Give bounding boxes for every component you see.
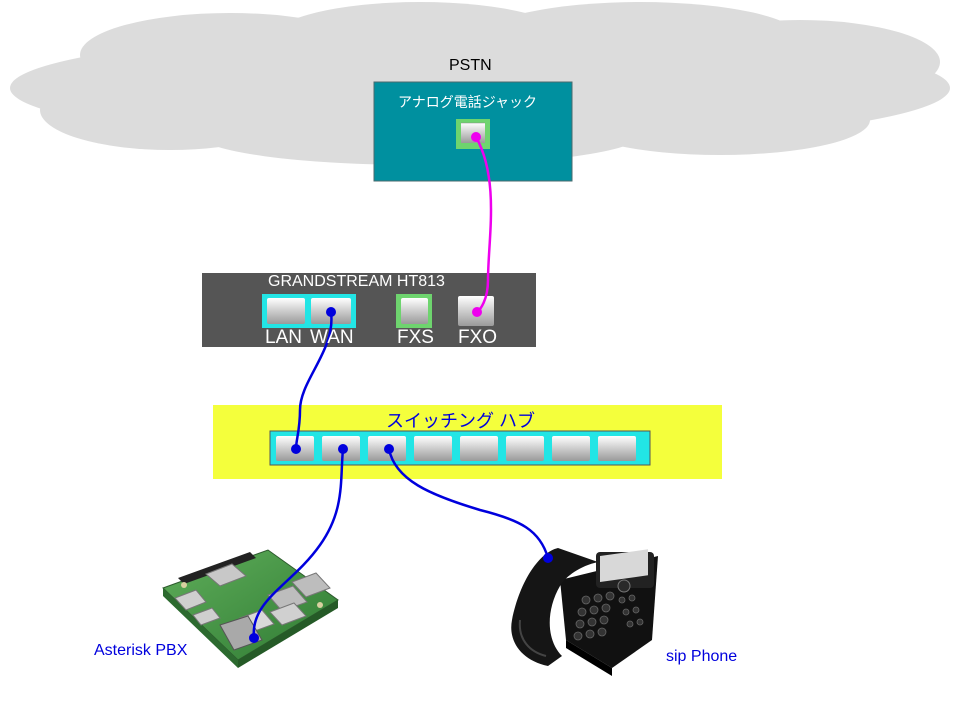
hub-to-pbx-cable [252,448,345,639]
fxo-port-label: FXO [458,327,498,348]
wan-to-hub-cable [294,311,333,450]
lan-port-label: LAN [265,327,302,348]
hub-port [552,436,590,461]
hub-port [414,436,452,461]
fxs-port [401,298,428,324]
hub-ports [276,436,636,461]
raspberry-pi-icon [162,549,339,668]
hub-port [598,436,636,461]
lan-port [267,298,305,324]
hub-label: スイッチング ハブ [386,411,536,431]
hub-port [506,436,544,461]
hub-port [460,436,498,461]
analog-jack-port [456,119,490,149]
analog-jack-label: アナログ電話ジャック [398,94,538,110]
desk-phone-icon [511,548,658,676]
ata-title: GRANDSTREAM HT813 [268,273,445,290]
phone-label: sip Phone [666,648,738,665]
fxs-port-label: FXS [397,327,434,348]
hub-to-phone-cable [387,448,550,559]
wan-port-label: WAN [310,327,354,348]
pstn-label: PSTN [449,57,492,74]
pbx-label: Asterisk PBX [94,642,188,659]
pstn-to-fxo-cable [474,136,493,314]
